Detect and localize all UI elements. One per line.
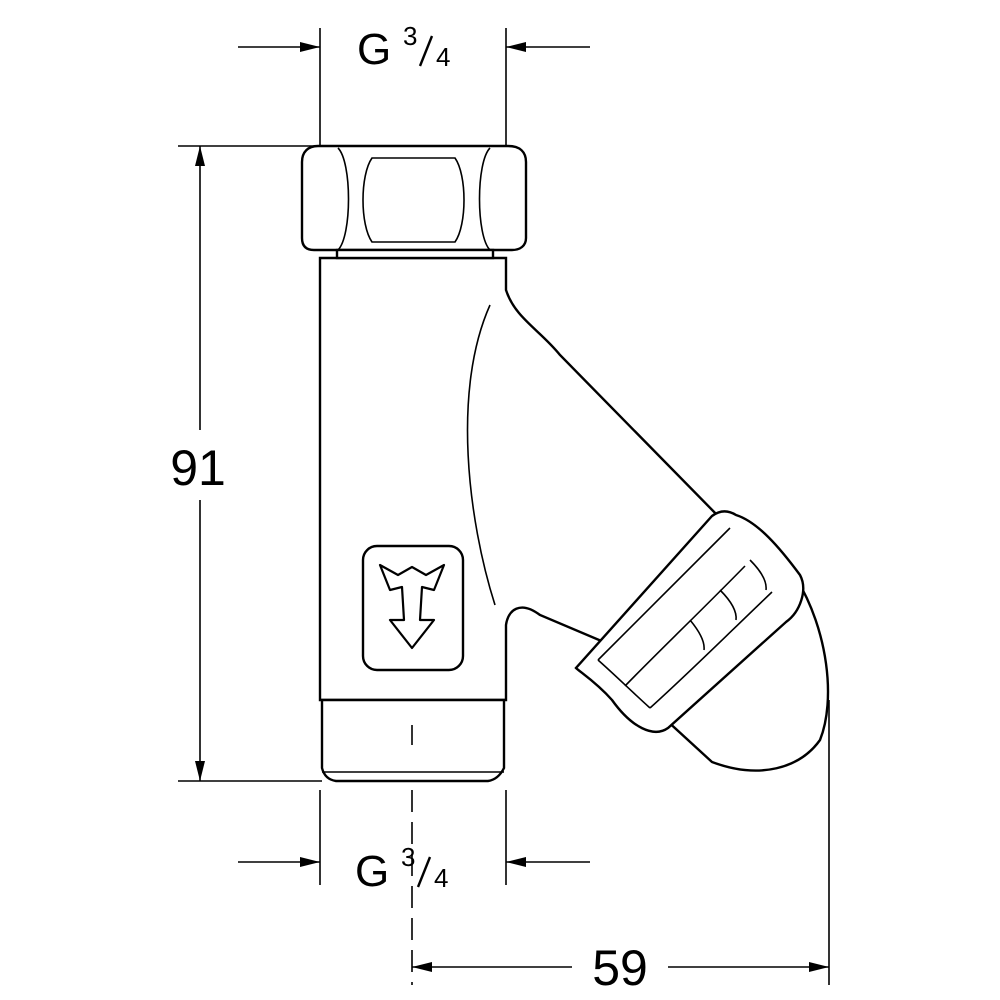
bottom-thread-letter: G (355, 847, 389, 896)
width-dimension: 59 (412, 940, 829, 996)
height-dimension: 91 (170, 146, 226, 781)
strainer-cap (574, 510, 830, 772)
top-thread-fraction-slash (418, 35, 434, 67)
bottom-thread-dimension: G 3 4 (238, 842, 590, 896)
top-thread-denominator: 4 (436, 42, 450, 72)
flow-direction-arrow-icon (361, 544, 465, 672)
top-thread-letter: G (357, 25, 391, 74)
top-thread-numerator: 3 (403, 21, 417, 51)
bottom-thread-numerator: 3 (401, 842, 415, 872)
top-thread-dimension: G 3 4 (238, 21, 590, 74)
bottom-thread-section (320, 698, 506, 783)
top-hex-nut (300, 144, 528, 260)
bottom-thread-denominator: 4 (434, 863, 448, 893)
height-value: 91 (170, 440, 226, 496)
width-value: 59 (592, 940, 648, 996)
bottom-thread-fraction-slash (416, 856, 432, 888)
